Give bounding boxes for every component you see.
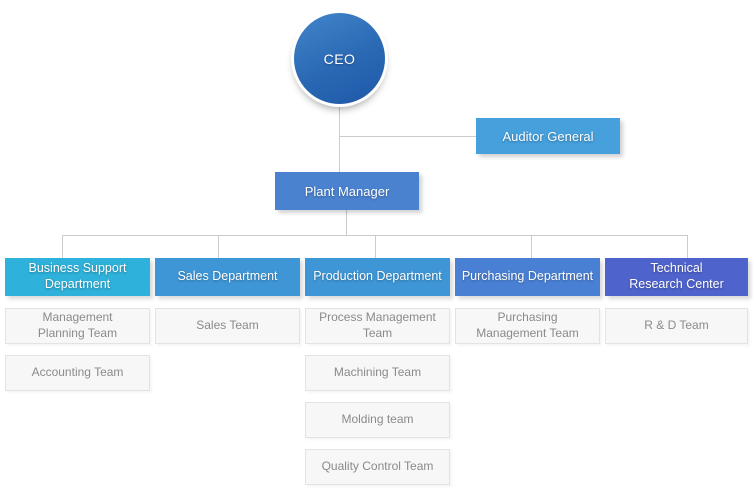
connector-department-drop [531,235,532,258]
team-box: Purchasing Management Team [455,308,600,344]
connector-to-auditor-general [339,136,476,137]
connector-department-drop [62,235,63,258]
department-box-production: Production Department [305,258,450,296]
plant-manager-box: Plant Manager [275,172,419,210]
department-box-sales: Sales Department [155,258,300,296]
connector-department-drop [687,235,688,258]
team-box: R & D Team [605,308,748,344]
team-box: Machining Team [305,355,450,391]
team-box: Accounting Team [5,355,150,391]
team-box: Quality Control Team [305,449,450,485]
auditor-general-box: Auditor General [476,118,620,154]
ceo-label: CEO [323,50,356,67]
plant-manager-label: Plant Manager [304,183,390,199]
ceo-node: CEO [294,13,385,104]
department-column-technical-research: Technical Research Center R & D Team [605,258,748,355]
department-box-purchasing: Purchasing Department [455,258,600,296]
team-box: Process Management Team [305,308,450,344]
connector-plant-manager-drop [346,210,347,235]
connector-department-drop [218,235,219,258]
team-box: Molding team [305,402,450,438]
department-box-technical-research: Technical Research Center [605,258,748,296]
auditor-general-label: Auditor General [502,128,594,144]
department-box-business-support: Business Support Department [5,258,150,296]
connector-department-drop [375,235,376,258]
connector-ceo-to-plant-manager [339,104,340,172]
team-box: Sales Team [155,308,300,344]
team-box: Management Planning Team [5,308,150,344]
